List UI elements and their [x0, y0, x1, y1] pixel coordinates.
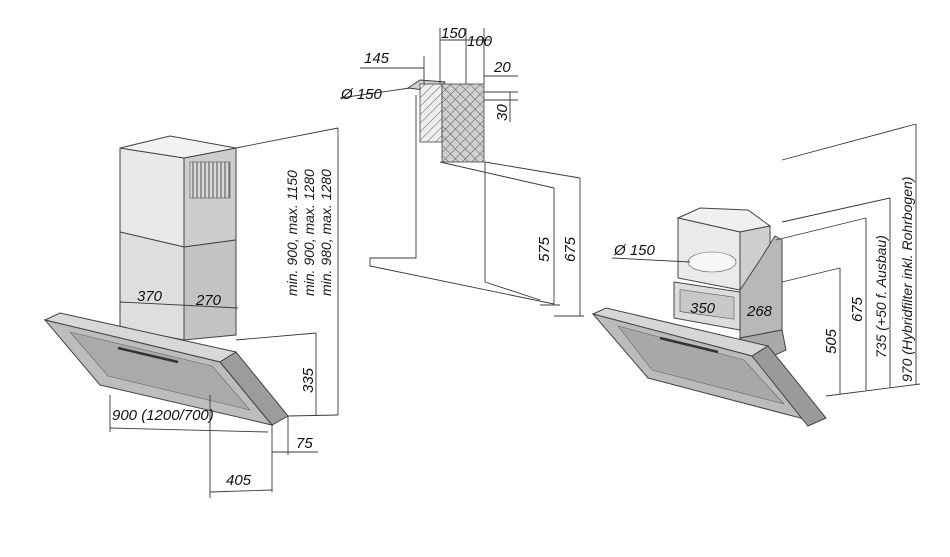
- dim-hood-height: 335: [300, 367, 317, 393]
- dim-filter-diameter: Ø 150: [613, 242, 656, 259]
- right-hood-view: Ø 150 350 268 505 675 735 (+50 f. Ausbau…: [591, 123, 921, 427]
- dim-chimney-width: 270: [195, 292, 222, 309]
- left-hood-view: 370 270 min. 900, max. 1150 min. 900, ma…: [43, 127, 339, 498]
- dim-height-675-right: 675: [849, 296, 866, 322]
- chimney-lower-side: [183, 239, 237, 341]
- dim-filter-depth: 268: [746, 303, 773, 320]
- chimney-lower-front: [119, 231, 185, 341]
- filter-cassette-slot: [679, 289, 735, 320]
- dim-hood-width: 900 (1200/700): [112, 407, 214, 424]
- dim-offset-145: 145: [364, 50, 390, 67]
- dim-height-970: 970 (Hybridfilter inkl. Rohrbogen): [899, 177, 915, 382]
- dim-duct-diameter: Ø 150: [340, 86, 383, 103]
- dim-height-675: 675: [562, 236, 579, 262]
- filter-block-left: [419, 83, 443, 143]
- dim-chimney-height-1: min. 900, max. 1150: [284, 170, 300, 296]
- chimney-vent-grille: [189, 161, 231, 199]
- middle-profile-view: 150 100 145 20 30 Ø 150 575 675: [339, 25, 584, 317]
- dim-chimney-height-3: min. 980, max. 1280: [318, 169, 334, 296]
- dim-hood-offset: 75: [296, 435, 313, 452]
- filter-unit-cylinder: [687, 251, 737, 273]
- hood-inner-panel: [69, 331, 251, 411]
- chimney-upper-front: [119, 147, 185, 248]
- hood-handle-right: [659, 336, 719, 354]
- dim-chimney-height-2: min. 900, max. 1280: [301, 169, 317, 296]
- hood-side-right: [751, 345, 827, 427]
- hood-handle: [117, 346, 179, 364]
- dim-width-150: 150: [441, 25, 467, 42]
- dim-offset-20: 20: [493, 59, 511, 76]
- dim-hood-depth: 405: [226, 472, 252, 489]
- dim-height-735: 735 (+50 f. Ausbau): [873, 235, 889, 358]
- dim-filter-width: 350: [690, 300, 716, 317]
- dim-height-505: 505: [823, 328, 840, 354]
- dim-width-100: 100: [467, 33, 493, 50]
- dim-offset-30: 30: [494, 104, 511, 121]
- dim-height-575: 575: [536, 236, 553, 262]
- dim-chimney-depth: 370: [137, 288, 163, 305]
- filter-block-right: [441, 83, 485, 163]
